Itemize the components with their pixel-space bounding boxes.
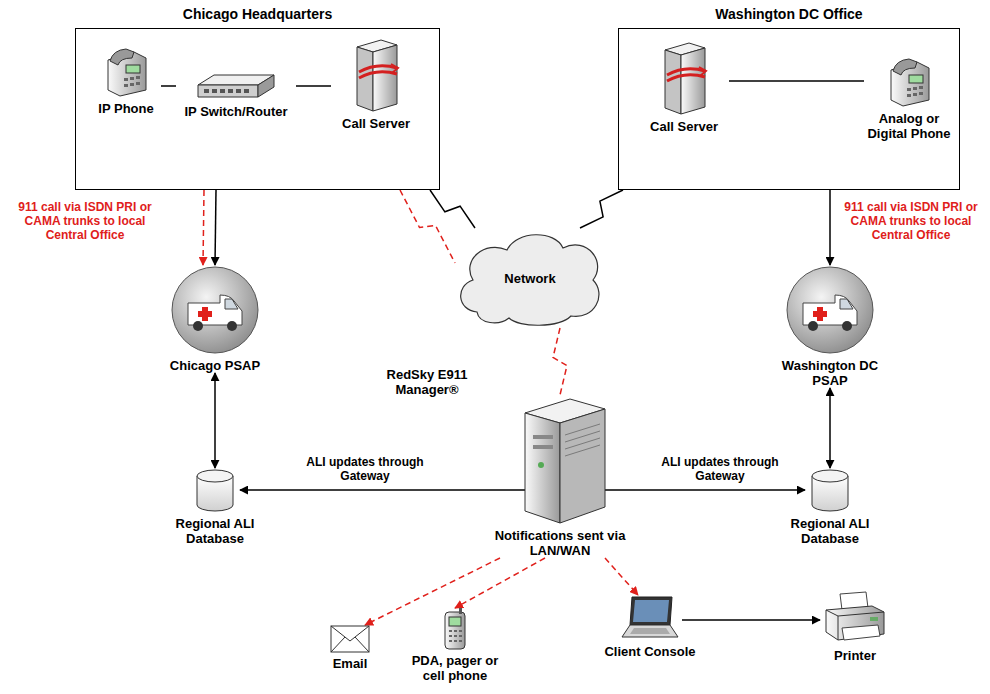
node-label: Network bbox=[504, 271, 555, 286]
link-line bbox=[215, 190, 216, 265]
node-label: Call Server bbox=[639, 119, 729, 134]
box-heading: Washington DC Office bbox=[619, 6, 959, 23]
analog-phone-icon bbox=[887, 56, 931, 108]
node-label: Chicago PSAP bbox=[150, 358, 280, 373]
dashed-link bbox=[203, 190, 204, 265]
dashed-link bbox=[455, 558, 545, 608]
psap-circle-icon bbox=[785, 265, 875, 355]
node-label: Email bbox=[320, 656, 380, 671]
edge-label: ALI updates through Gateway bbox=[657, 455, 783, 483]
mobile-device-icon bbox=[443, 608, 467, 650]
switch-router: IP Switch/Router bbox=[176, 71, 296, 119]
switch-router-icon bbox=[196, 71, 276, 101]
node-label: PDA, pager or cell phone bbox=[400, 653, 510, 683]
ali-database: Regional ALI Database bbox=[190, 468, 240, 513]
link-line bbox=[580, 190, 623, 228]
office-box: Washington DC OfficeCall ServerAnalog or… bbox=[618, 28, 960, 190]
link-line bbox=[829, 388, 831, 468]
edge-label: 911 call via ISDN PRI or CAMA trunks to … bbox=[5, 200, 165, 242]
edge-label: ALI updates through Gateway bbox=[302, 455, 428, 483]
node-label: Call Server bbox=[331, 116, 421, 131]
ip-phone-icon bbox=[104, 46, 148, 98]
call-server: Call Server bbox=[639, 41, 729, 134]
call-server: Call Server bbox=[331, 38, 421, 131]
dashed-link bbox=[553, 328, 567, 395]
ali-database: Regional ALI Database bbox=[805, 468, 855, 513]
link-line bbox=[430, 190, 475, 228]
link-line bbox=[240, 489, 485, 491]
printer-icon-icon bbox=[822, 590, 888, 645]
dashed-link bbox=[400, 190, 455, 263]
mobile-device: PDA, pager or cell phone bbox=[400, 608, 510, 683]
edge-label: 911 call via ISDN PRI or CAMA trunks to … bbox=[838, 200, 984, 242]
link-line bbox=[829, 190, 831, 265]
box-heading: Chicago Headquarters bbox=[76, 6, 439, 23]
link-line bbox=[214, 373, 216, 468]
link-line bbox=[296, 85, 331, 87]
ip-phone: IP Phone bbox=[91, 46, 161, 116]
psap-circle: Washington DC PSAP bbox=[770, 265, 890, 388]
node-label: Printer bbox=[810, 648, 900, 663]
link-line bbox=[729, 80, 864, 82]
node-label: IP Switch/Router bbox=[176, 104, 296, 119]
analog-phone: Analog or Digital Phone bbox=[864, 56, 954, 141]
node-label: Notifications sent via LAN/WAN bbox=[485, 528, 635, 558]
office-box: Chicago HeadquartersIP PhoneIP Switch/Ro… bbox=[75, 28, 440, 190]
e911-server: RedSky E911 Manager®Notifications sent v… bbox=[485, 395, 635, 558]
node-label: Regional ALI Database bbox=[775, 516, 885, 546]
ali-database-icon bbox=[195, 468, 235, 513]
dashed-link bbox=[365, 558, 500, 625]
network-cloud: Network bbox=[455, 228, 605, 328]
node-label: Analog or Digital Phone bbox=[864, 111, 954, 141]
psap-circle-icon bbox=[170, 265, 260, 355]
e911-server-icon bbox=[485, 395, 635, 525]
dashed-link bbox=[605, 558, 638, 595]
link-line bbox=[161, 85, 176, 87]
node-label: RedSky E911 Manager® bbox=[377, 367, 477, 397]
client-console-icon bbox=[620, 595, 680, 640]
node-label: Regional ALI Database bbox=[160, 516, 270, 546]
node-label: Washington DC PSAP bbox=[770, 358, 890, 388]
client-console: Client Console bbox=[618, 595, 682, 641]
link-line bbox=[682, 619, 820, 621]
call-server-icon bbox=[659, 41, 709, 116]
ali-database-icon bbox=[810, 468, 850, 513]
link-line bbox=[635, 489, 805, 491]
node-label: Client Console bbox=[595, 644, 705, 659]
call-server-icon bbox=[351, 38, 401, 113]
psap-circle: Chicago PSAP bbox=[150, 265, 280, 373]
node-label: IP Phone bbox=[91, 101, 161, 116]
printer-icon: Printer bbox=[820, 590, 890, 646]
email-icon: Email bbox=[320, 625, 380, 671]
email-icon-icon bbox=[330, 625, 370, 653]
